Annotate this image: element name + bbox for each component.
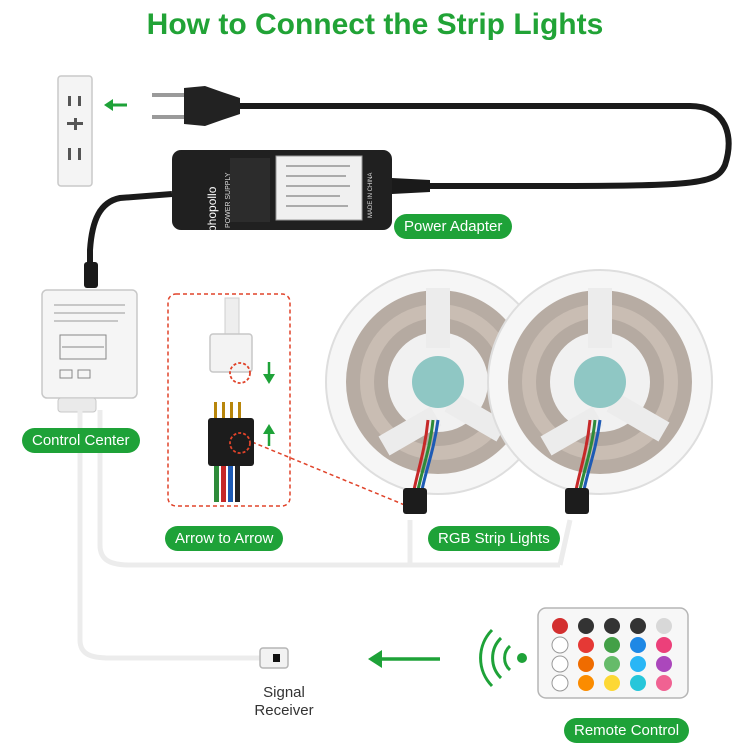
connector-callout-box <box>167 293 291 507</box>
remote-control-label: Remote Control <box>564 718 690 743</box>
remote-control <box>537 607 689 699</box>
power-plug <box>152 86 240 126</box>
arrow-to-arrow-label: Arrow to Arrow <box>165 526 284 551</box>
signal-receiver-head <box>259 647 289 669</box>
rgb-strip-reel-right <box>487 269 713 514</box>
callout-pointer-line <box>251 441 413 509</box>
receiver-label-line: Receiver <box>254 702 314 719</box>
strip-feed-cable <box>97 410 560 568</box>
female-connector <box>209 297 253 384</box>
signal-receiver-label: Signal Receiver <box>244 684 324 720</box>
dc-connector <box>84 262 98 288</box>
control-center-box <box>41 289 138 413</box>
male-connector <box>208 402 254 502</box>
ac-power-cable <box>240 103 732 190</box>
down-arrow-icon <box>263 362 275 384</box>
up-arrow-icon <box>263 424 275 446</box>
rgb-strip-reel-left <box>325 269 551 514</box>
rgb-strip-lights-label: RGB Strip Lights <box>428 526 560 551</box>
receiver-cable <box>77 410 262 661</box>
dc-output-cable <box>87 191 173 268</box>
adapter-type-text: POWER SUPPLY <box>225 172 232 228</box>
wireless-signal-icon <box>479 628 527 688</box>
arrow-to-outlet-icon <box>104 99 127 111</box>
adapter-made-in-text: MADE IN CHINA <box>368 173 374 218</box>
diagram-title: How to Connect the Strip Lights <box>146 8 604 41</box>
wall-outlet <box>57 75 93 187</box>
power-adapter-brick: phopollo POWER SUPPLY MADE IN CHINA <box>172 150 430 232</box>
control-center-label: Control Center <box>22 428 140 453</box>
signal-label-line: Signal <box>263 684 305 701</box>
signal-arrow-icon <box>368 650 440 668</box>
power-adapter-label: Power Adapter <box>394 214 513 239</box>
adapter-brand-text: phopollo <box>205 186 219 232</box>
